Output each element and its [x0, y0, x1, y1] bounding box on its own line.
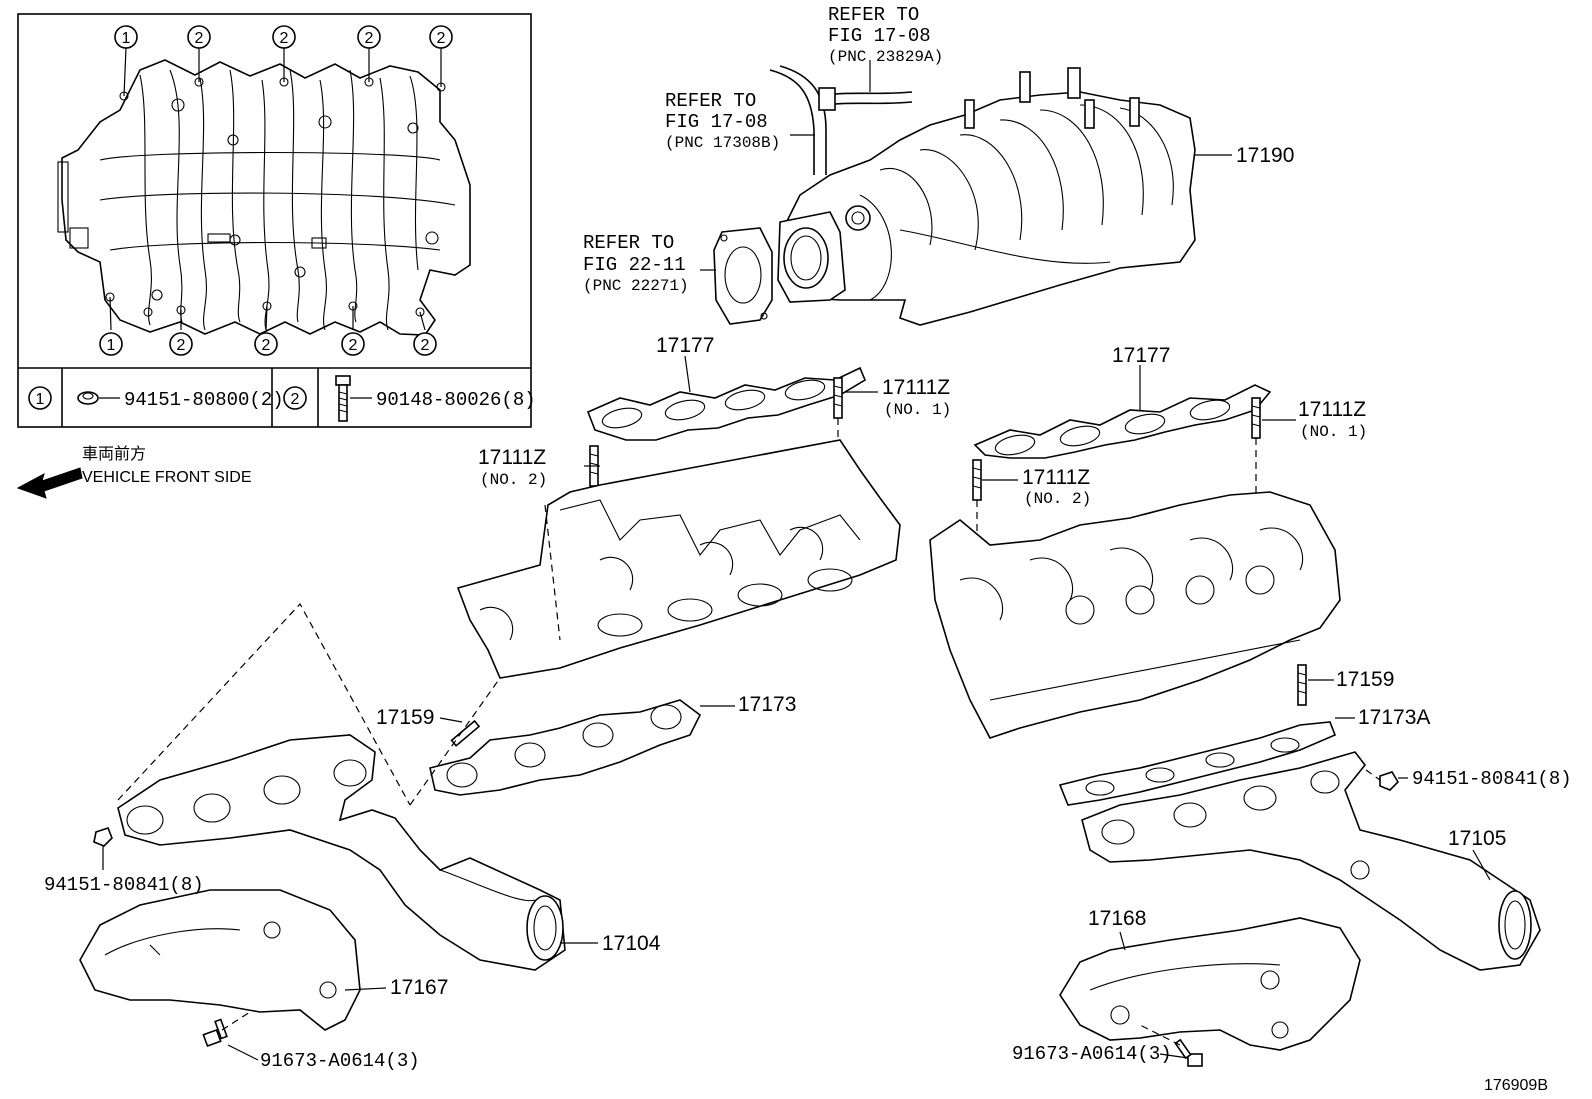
label-94151-left: 94151-80841(8): [44, 874, 204, 896]
front-arrow-icon: [16, 467, 83, 499]
stud-17159-left: [450, 719, 481, 747]
stud-no2-right: [972, 459, 982, 501]
legend-key-1: 1: [36, 391, 45, 408]
intake-gasket-17177-left: [586, 366, 867, 441]
front-side-japanese: 車両前方: [82, 445, 146, 463]
label-17159-left: 17159: [376, 706, 434, 729]
label-91673-left: 91673-A0614(3): [260, 1050, 420, 1072]
inset-callout-2: 2: [349, 337, 358, 354]
label-17190: 17190: [1236, 144, 1294, 167]
label-94151-right: 94151-80841(8): [1412, 768, 1572, 790]
inset-callout-2: 2: [437, 30, 446, 47]
exhaust-gasket-17173a: [1058, 721, 1337, 806]
heat-insulator-17167: [79, 889, 361, 1031]
label-17173a: 17173A: [1358, 706, 1430, 729]
inset-callout-1-top: 1: [122, 30, 131, 47]
ref-17-08-a-line2: FIG 17-08: [828, 25, 931, 47]
label-17111z-no1-right: 17111Z: [1298, 398, 1366, 421]
leader-lines: [102, 60, 1491, 1061]
label-17111z-no2-left: 17111Z: [478, 446, 546, 469]
exhaust-manifold-17105: [1081, 751, 1541, 971]
diagram-id: 176909B: [1484, 1077, 1548, 1094]
hoses: [769, 65, 913, 175]
ref-17-08-b-line2: FIG 17-08: [665, 111, 768, 133]
label-17173: 17173: [738, 693, 796, 716]
label-17177-right: 17177: [1112, 344, 1170, 367]
label-17159-right: 17159: [1336, 668, 1394, 691]
bolt-91673-left: [202, 1018, 228, 1048]
ref-22-11-line2: FIG 22-11: [583, 254, 686, 276]
inset-callout-2: 2: [365, 30, 374, 47]
ref-17-08-b-line1: REFER TO: [665, 90, 756, 112]
legend-part-2: 90148-80026(8): [376, 389, 536, 411]
label-17111z-no2-left-sub: (NO. 2): [480, 471, 547, 489]
inset-callout-1-bottom: 1: [107, 337, 116, 354]
label-17177-left: 17177: [656, 334, 714, 357]
front-side-english: VEHICLE FRONT SIDE: [82, 469, 252, 486]
intake-gasket-17177-right: [973, 384, 1272, 459]
legend-part-1: 94151-80800(2): [124, 389, 284, 411]
ref-22-11-line3: (PNC 22271): [583, 277, 689, 295]
label-17104: 17104: [602, 932, 661, 955]
inset-callout-2: 2: [280, 30, 289, 47]
nut-94151-left: [93, 827, 113, 847]
ref-17-08-a-line3: (PNC 23829A): [828, 48, 943, 66]
inset-callout-2: 2: [262, 337, 271, 354]
throttle-gasket: [713, 227, 773, 325]
exhaust-manifold-17104: [117, 734, 566, 971]
inset-intake-manifold-drawing: [57, 59, 471, 336]
intake-manifold-17190: [777, 67, 1196, 326]
inset-panel: 1 2 2 2 2 1 2 2 2 2 1 94151-80800(2) 2: [17, 13, 536, 428]
heat-insulator-17168: [1059, 917, 1361, 1051]
label-17111z-no1-left-sub: (NO. 1): [884, 401, 951, 419]
cylinder-head-right: [929, 491, 1341, 739]
label-17111z-no1-right-sub: (NO. 1): [1300, 423, 1367, 441]
label-17111z-no2-right: 17111Z: [1022, 466, 1090, 489]
stud-17159-right: [1297, 664, 1307, 706]
label-17168: 17168: [1088, 907, 1146, 930]
inset-callouts: 1 2 2 2 2 1 2 2 2 2: [99, 25, 453, 356]
inset-callout-2: 2: [195, 30, 204, 47]
nut-icon: [77, 391, 99, 405]
inset-legend: 1 94151-80800(2) 2 90148-80026(8): [28, 375, 536, 422]
ref-22-11-line1: REFER TO: [583, 232, 674, 254]
reference-labels: REFER TO FIG 17-08 (PNC 23829A) REFER TO…: [583, 4, 943, 295]
inset-callout-2: 2: [421, 337, 430, 354]
bolt-icon: [335, 375, 351, 422]
label-91673-right: 91673-A0614(3): [1012, 1043, 1172, 1065]
vehicle-front-indicator: 車両前方 VEHICLE FRONT SIDE: [16, 445, 252, 499]
cylinder-head-left: [456, 439, 901, 679]
label-17167: 17167: [390, 976, 448, 999]
label-17105: 17105: [1448, 827, 1506, 850]
label-17111z-no1-left: 17111Z: [882, 376, 950, 399]
exhaust-gasket-17173: [429, 699, 702, 796]
ref-17-08-a-line1: REFER TO: [828, 4, 919, 26]
label-17111z-no2-right-sub: (NO. 2): [1024, 490, 1091, 508]
inset-callout-2: 2: [177, 337, 186, 354]
bolt-91673-right: [1174, 1038, 1203, 1067]
legend-key-2: 2: [291, 391, 300, 408]
stud-no1-right: [1251, 397, 1261, 439]
nut-94151-right: [1379, 771, 1400, 791]
ref-17-08-b-line3: (PNC 17308B): [665, 134, 780, 152]
part-number-labels: 17190 17177 17177 17111Z (NO. 1) 17111Z …: [44, 144, 1572, 1094]
stud-no1-left: [833, 377, 843, 419]
